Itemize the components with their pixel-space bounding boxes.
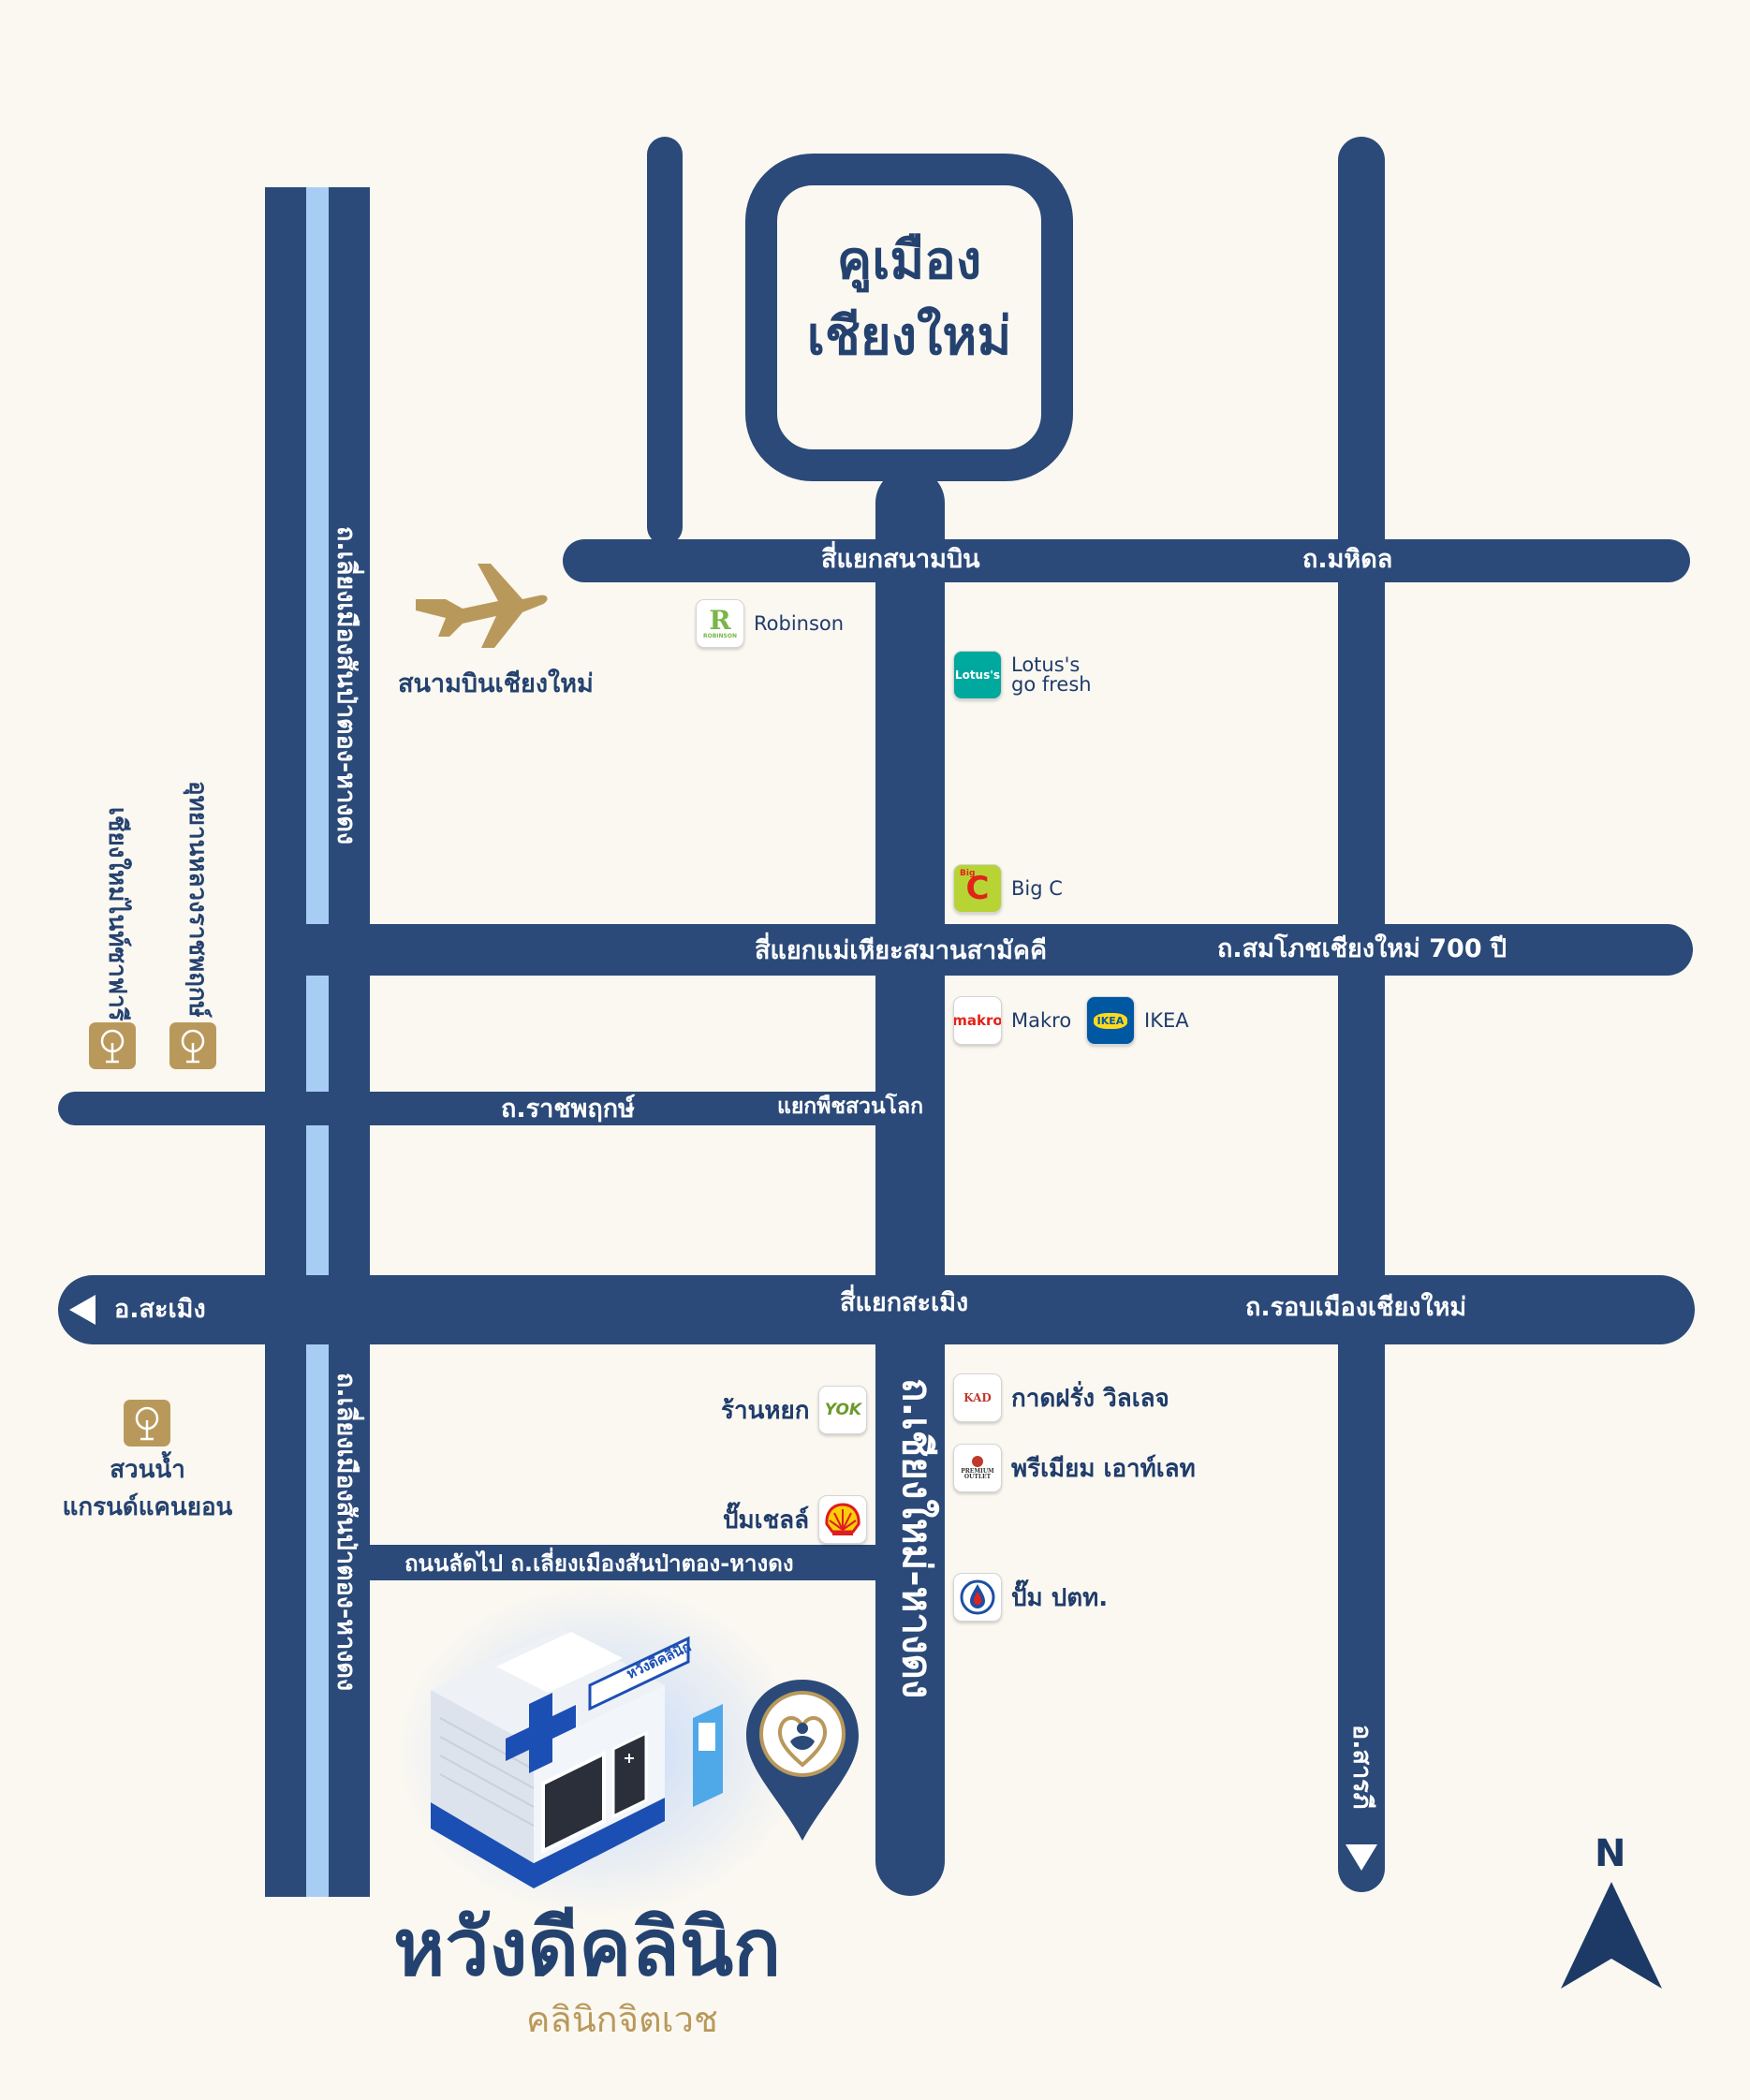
- road-ratchaphruek: [58, 1092, 943, 1125]
- yok-logo-text: YOK: [824, 1400, 862, 1419]
- river-crossing-maehia: [306, 924, 329, 976]
- poi-ptt: ปั๊ม ปตท.: [953, 1573, 1108, 1622]
- label-sanambin-junction: สี่แยกสนามบิน: [821, 545, 980, 574]
- ikea-label: IKEA: [1144, 1009, 1189, 1032]
- old-city-label: คูเมือง เชียงใหม่: [777, 223, 1041, 374]
- ikea-logo: IKEA: [1086, 996, 1135, 1045]
- river: [306, 187, 329, 1897]
- bigc-logo-mark: C: [965, 870, 990, 907]
- robinson-logo: R ROBINSON: [696, 599, 744, 648]
- lotus-logo-text: Lotus's: [954, 668, 1001, 682]
- makro-label: Makro: [1011, 1009, 1072, 1032]
- poi-yok: ร้านหยก YOK: [721, 1386, 868, 1434]
- shell-icon: [825, 1503, 860, 1535]
- airport-label: สนามบินเชียงใหม่: [398, 669, 594, 698]
- shell-logo: [818, 1495, 868, 1544]
- ptt-logo: [953, 1573, 1002, 1622]
- lotus-label-line2: go fresh: [1011, 673, 1092, 696]
- label-mahidol: ถ.มหิดล: [1302, 545, 1393, 574]
- label-night-safari: เชียงใหม่ไนท์ซาฟารี: [103, 807, 131, 1021]
- premium-logo-line2: OUTLET: [963, 1474, 992, 1480]
- poi-kad: KAD กาดฝรั่ง วิลเลจ: [953, 1373, 1169, 1422]
- road-mahidol-vertical: [1338, 137, 1385, 1892]
- clinic-name: หวังดีคลินิก: [393, 1902, 782, 1993]
- royal-park-tree-icon: [169, 1022, 216, 1069]
- premium-logo: PREMIUM OUTLET: [953, 1444, 1002, 1492]
- bigc-logo: Big C: [953, 864, 1002, 913]
- compass-north-icon: [1561, 1882, 1662, 1989]
- makro-logo: makro: [953, 996, 1002, 1045]
- poi-lotus: Lotus's Lotus's go fresh: [953, 651, 1092, 699]
- label-ring-road: ถ.รอบเมืองเชียงใหม่: [1245, 1293, 1467, 1322]
- water-park-line1: สวนน้ำ: [110, 1456, 185, 1484]
- premium-logo-dot-icon: [972, 1456, 983, 1467]
- premium-logo-line1: PREMIUM: [961, 1468, 994, 1475]
- robinson-logo-mark: R: [709, 605, 731, 636]
- robinson-label: Robinson: [754, 612, 845, 635]
- location-pin-icon: [746, 1680, 859, 1841]
- samoeng-arrow-icon: [69, 1295, 96, 1325]
- lotus-label-line1: Lotus's: [1011, 653, 1081, 676]
- poi-robinson: R ROBINSON Robinson: [696, 599, 844, 648]
- poi-ikea: IKEA IKEA: [1086, 996, 1189, 1045]
- night-safari-tree-icon: [89, 1022, 136, 1069]
- ikea-logo-text: IKEA: [1093, 1012, 1128, 1029]
- makro-logo-text: makro: [953, 1011, 1002, 1029]
- poi-makro: makro Makro: [953, 996, 1071, 1045]
- label-bypass-lower: ถ.เลี่ยงเมืองสันป่าตอง-หางดง: [331, 1373, 360, 1692]
- robinson-logo-sub: ROBINSON: [703, 633, 737, 639]
- road-airport: [563, 539, 1690, 582]
- label-phuet-junction: แยกพืชสวนโลก: [777, 1094, 924, 1119]
- road-maehia: [359, 924, 1693, 976]
- label-chiangmai-hangdong: ถ.เชียงใหม่-หางดง: [894, 1378, 940, 1699]
- old-city-line1: คูเมือง: [836, 230, 982, 291]
- label-sarapee: อ.สารภี: [1347, 1725, 1376, 1810]
- old-city-moat: [745, 154, 1073, 481]
- compass-label: N: [1595, 1832, 1626, 1875]
- clinic-building: [431, 1629, 723, 1888]
- lotus-logo: Lotus's: [953, 651, 1002, 699]
- label-maehia-junction: สี่แยกแม่เหียะสมานสามัคคี: [755, 936, 1048, 965]
- label-somphot: ถ.สมโภชเชียงใหม่ 700 ปี: [1217, 934, 1507, 963]
- poi-shell: ปั๊มเชลล์: [723, 1495, 868, 1544]
- river-crossing-ratchaphruek: [306, 1092, 329, 1125]
- road-ring: [58, 1275, 1695, 1344]
- label-shortcut: ถนนลัดไป ถ.เลี่ยงเมืองสันป่าตอง-หางดง: [404, 1550, 794, 1577]
- poi-premium-outlet: PREMIUM OUTLET พรีเมียม เอาท์เลท: [953, 1444, 1196, 1492]
- label-bypass-upper: ถ.เลี่ยงเมืองสันป่าตอง-หางดง: [331, 526, 360, 845]
- bigc-label: Big C: [1011, 877, 1063, 900]
- kad-logo: KAD: [953, 1373, 1002, 1422]
- poi-bigc: Big C Big C: [953, 864, 1063, 913]
- road-shortcut: [359, 1545, 913, 1580]
- water-park-line2: แกรนด์แคนยอน: [62, 1493, 233, 1521]
- ptt-label: ปั๊ม ปตท.: [1011, 1583, 1109, 1612]
- old-city-line2: เชียงใหม่: [806, 306, 1012, 368]
- bigc-logo-sub: Big: [960, 869, 976, 878]
- premium-label: พรีเมียม เอาท์เลท: [1011, 1454, 1196, 1483]
- road-upper-spur: [647, 137, 683, 545]
- road-chiangmai-hangdong: [875, 468, 945, 1896]
- kad-label: กาดฝรั่ง วิลเลจ: [1011, 1384, 1169, 1413]
- ptt-icon: [960, 1579, 995, 1615]
- label-samoeng-dir: อ.สะเมิง: [114, 1295, 206, 1324]
- kad-logo-text: KAD: [963, 1391, 992, 1404]
- airplane-icon: [416, 564, 548, 648]
- sarapee-arrow-icon: [1346, 1844, 1377, 1871]
- yok-logo: YOK: [818, 1386, 868, 1434]
- clinic-subtitle: คลินิกจิตเวช: [526, 1999, 718, 2040]
- label-samoeng-junction: สี่แยกสะเมิง: [840, 1288, 969, 1317]
- river-crossing-ring: [306, 1275, 329, 1344]
- shell-label: ปั๊มเชลล์: [723, 1505, 810, 1535]
- water-park-tree-icon: [124, 1400, 170, 1447]
- water-park-label: สวนน้ำ แกรนด์แคนยอน: [47, 1451, 248, 1526]
- label-royal-park: อุทยานหลวงราชพฤกษ์: [184, 781, 212, 1018]
- label-ratchaphruek: ถ.ราชพฤกษ์: [501, 1094, 635, 1123]
- yok-label: ร้านหยก: [721, 1396, 810, 1425]
- lotus-label: Lotus's go fresh: [1011, 655, 1092, 695]
